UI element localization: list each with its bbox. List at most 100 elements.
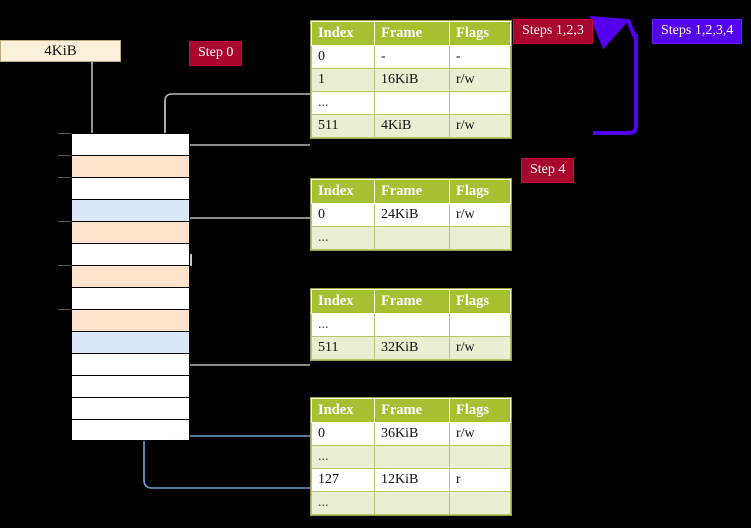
table-cell: ... [311, 226, 375, 250]
memory-tick [58, 309, 71, 310]
memory-tick [58, 155, 71, 156]
table-row: ... [311, 445, 511, 469]
column-header-frame: Frame [374, 398, 450, 423]
table-row: ... [311, 91, 511, 115]
column-header-index: Index [311, 21, 375, 46]
column-header-index: Index [311, 179, 375, 204]
table-cell: r/w [449, 203, 511, 227]
table-cell: ... [311, 445, 375, 469]
badge-step-0-label: Step 0 [198, 45, 234, 60]
memory-frame-row [71, 199, 190, 221]
memory-frame-row [71, 309, 190, 331]
page-size-label: 4KiB [44, 43, 77, 59]
table-cell: r/w [449, 336, 511, 360]
table-row: ... [311, 313, 511, 337]
table-cell: 32KiB [374, 336, 450, 360]
table-row: ... [311, 226, 511, 250]
badge-step-0: Step 0 [189, 41, 243, 66]
table-cell: r/w [449, 422, 511, 446]
memory-frame-row [71, 287, 190, 309]
column-header-flags: Flags [449, 398, 511, 423]
table-cell [449, 445, 511, 469]
memory-frame-row [71, 265, 190, 287]
table-cell: r [449, 468, 511, 492]
table-cell: 16KiB [374, 68, 450, 92]
memory-frame-row [71, 133, 190, 155]
memory-frame-row [71, 375, 190, 397]
column-header-flags: Flags [449, 21, 511, 46]
badge-steps-123: Steps 1,2,3 [513, 19, 593, 44]
badge-step-4: Step 4 [521, 158, 575, 183]
table-cell: 0 [311, 45, 375, 69]
column-header-index: Index [311, 289, 375, 314]
column-header-flags: Flags [449, 289, 511, 314]
table-cell: 24KiB [374, 203, 450, 227]
page-size-box: 4KiB [0, 40, 121, 62]
table-cell: ... [311, 313, 375, 337]
connector-pd-row511 [168, 303, 310, 366]
table-row: ... [311, 491, 511, 515]
column-header-frame: Frame [374, 21, 450, 46]
column-header-index: Index [311, 398, 375, 423]
connector-pdpt-row0 [179, 217, 310, 267]
table-cell: 12KiB [374, 468, 450, 492]
table-cell [374, 91, 450, 115]
table-cell: ... [311, 91, 375, 115]
memory-frame-row [71, 419, 190, 441]
badge-steps-123-label: Steps 1,2,3 [522, 23, 584, 38]
table-cell: 1 [311, 68, 375, 92]
table-cell: - [374, 45, 450, 69]
memory-frame-row [71, 353, 190, 375]
badge-step-4-label: Step 4 [530, 162, 566, 177]
table-cell: 4KiB [374, 114, 450, 138]
table-cell: 511 [311, 114, 375, 138]
memory-tick [58, 221, 71, 222]
column-header-frame: Frame [374, 289, 450, 314]
table-cell: - [449, 45, 511, 69]
table-cell [449, 91, 511, 115]
arrow-steps-1234 [589, 15, 638, 135]
physical-memory-column [71, 133, 190, 441]
table-cell [449, 226, 511, 250]
memory-tick [58, 265, 71, 266]
badge-steps-1234-label: Steps 1,2,3,4 [661, 23, 734, 38]
column-header-frame: Frame [374, 179, 450, 204]
column-header-flags: Flags [449, 179, 511, 204]
table-cell: 127 [311, 468, 375, 492]
badge-steps-1234: Steps 1,2,3,4 [652, 19, 743, 44]
table-cell: 0 [311, 422, 375, 446]
table-cell [374, 491, 450, 515]
memory-frame-row [71, 177, 190, 199]
table-cell: 511 [311, 336, 375, 360]
table-cell [374, 313, 450, 337]
memory-frame-row [71, 243, 190, 265]
table-row: 0-- [311, 45, 511, 69]
memory-frame-row [71, 155, 190, 177]
memory-frame-row [71, 397, 190, 419]
memory-frame-row [71, 331, 190, 353]
memory-frame-row [71, 221, 190, 243]
table-cell [449, 313, 511, 337]
table-cell: r/w [449, 68, 511, 92]
memory-tick [58, 133, 71, 134]
table-cell [374, 445, 450, 469]
table-cell: 0 [311, 203, 375, 227]
table-cell: 36KiB [374, 422, 450, 446]
memory-tick [58, 177, 71, 178]
table-cell [374, 226, 450, 250]
